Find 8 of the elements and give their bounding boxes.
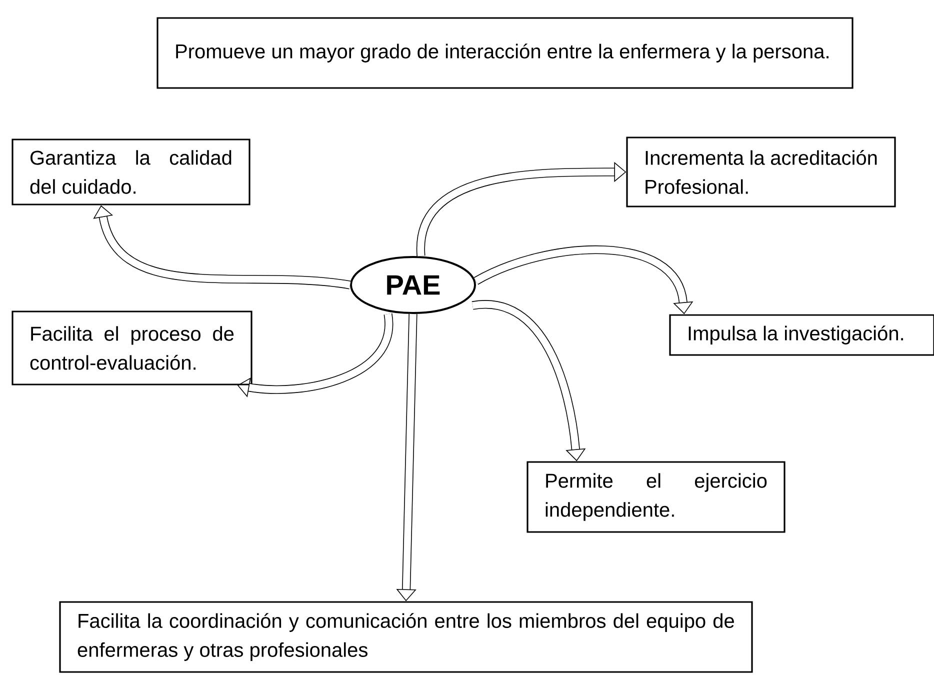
text-box: Garantiza la calidad del cuidado. <box>12 138 250 206</box>
text-box: Incrementa la acreditación Profesional. <box>626 136 896 208</box>
text-box: Impulsa la investigación. <box>669 314 934 356</box>
text-box: Facilita la coordinación y comunicación entre los miembros del equipo de enfermeras y otras profesionales <box>59 601 753 673</box>
text-box: Promueve un mayor grado de interacción entre la enfermera y la persona. <box>156 17 854 89</box>
text-box: Permite el ejercicio independiente. <box>526 461 786 533</box>
ellipse-node: PAE <box>350 256 476 314</box>
text-box: Facilita el proceso de control-evaluación. <box>12 310 252 386</box>
